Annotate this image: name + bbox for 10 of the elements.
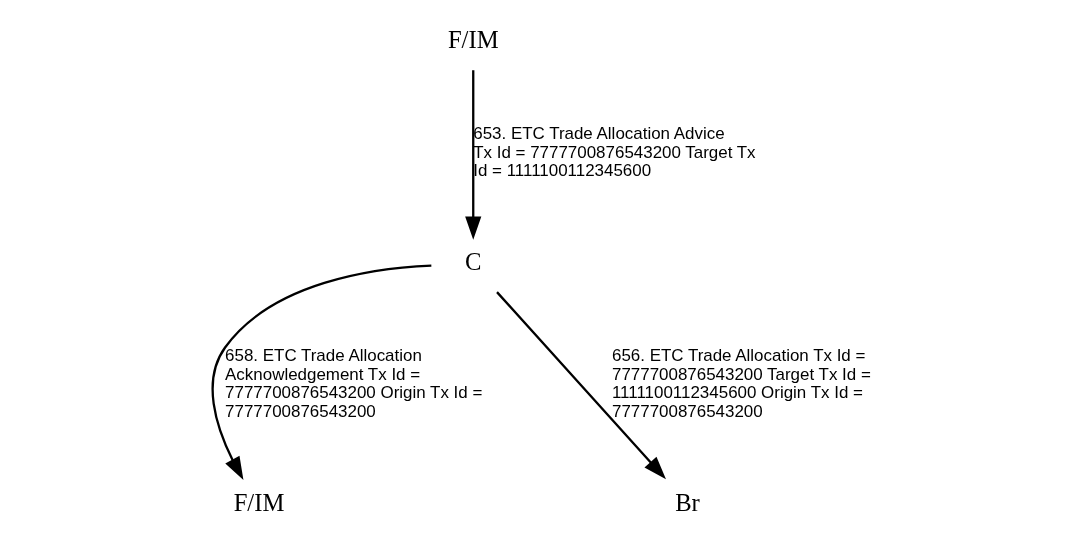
- arrow: [464, 70, 481, 240]
- node-text: C: [464, 248, 481, 276]
- arrow: [495, 291, 666, 480]
- node-text: F/IM: [233, 488, 284, 516]
- edge-label: 656. ETC Trade Allocation Tx Id = 7777700876543200 Target Tx Id = 1111100112345600 Origin Tx Id = 7777700876543200: [611, 346, 871, 421]
- node-text: Br: [674, 488, 700, 516]
- arrow: [211, 264, 431, 480]
- node-text: F/IM: [447, 26, 499, 54]
- edge-label: 653. ETC Trade Allocation Advice Tx Id = 7777700876543200 Target Tx Id = 1111100112345600: [472, 124, 756, 181]
- edge-label: 658. ETC Trade Allocation Acknowledgement Tx Id = 7777700876543200 Origin Tx Id = 7777700876543200: [224, 346, 482, 421]
